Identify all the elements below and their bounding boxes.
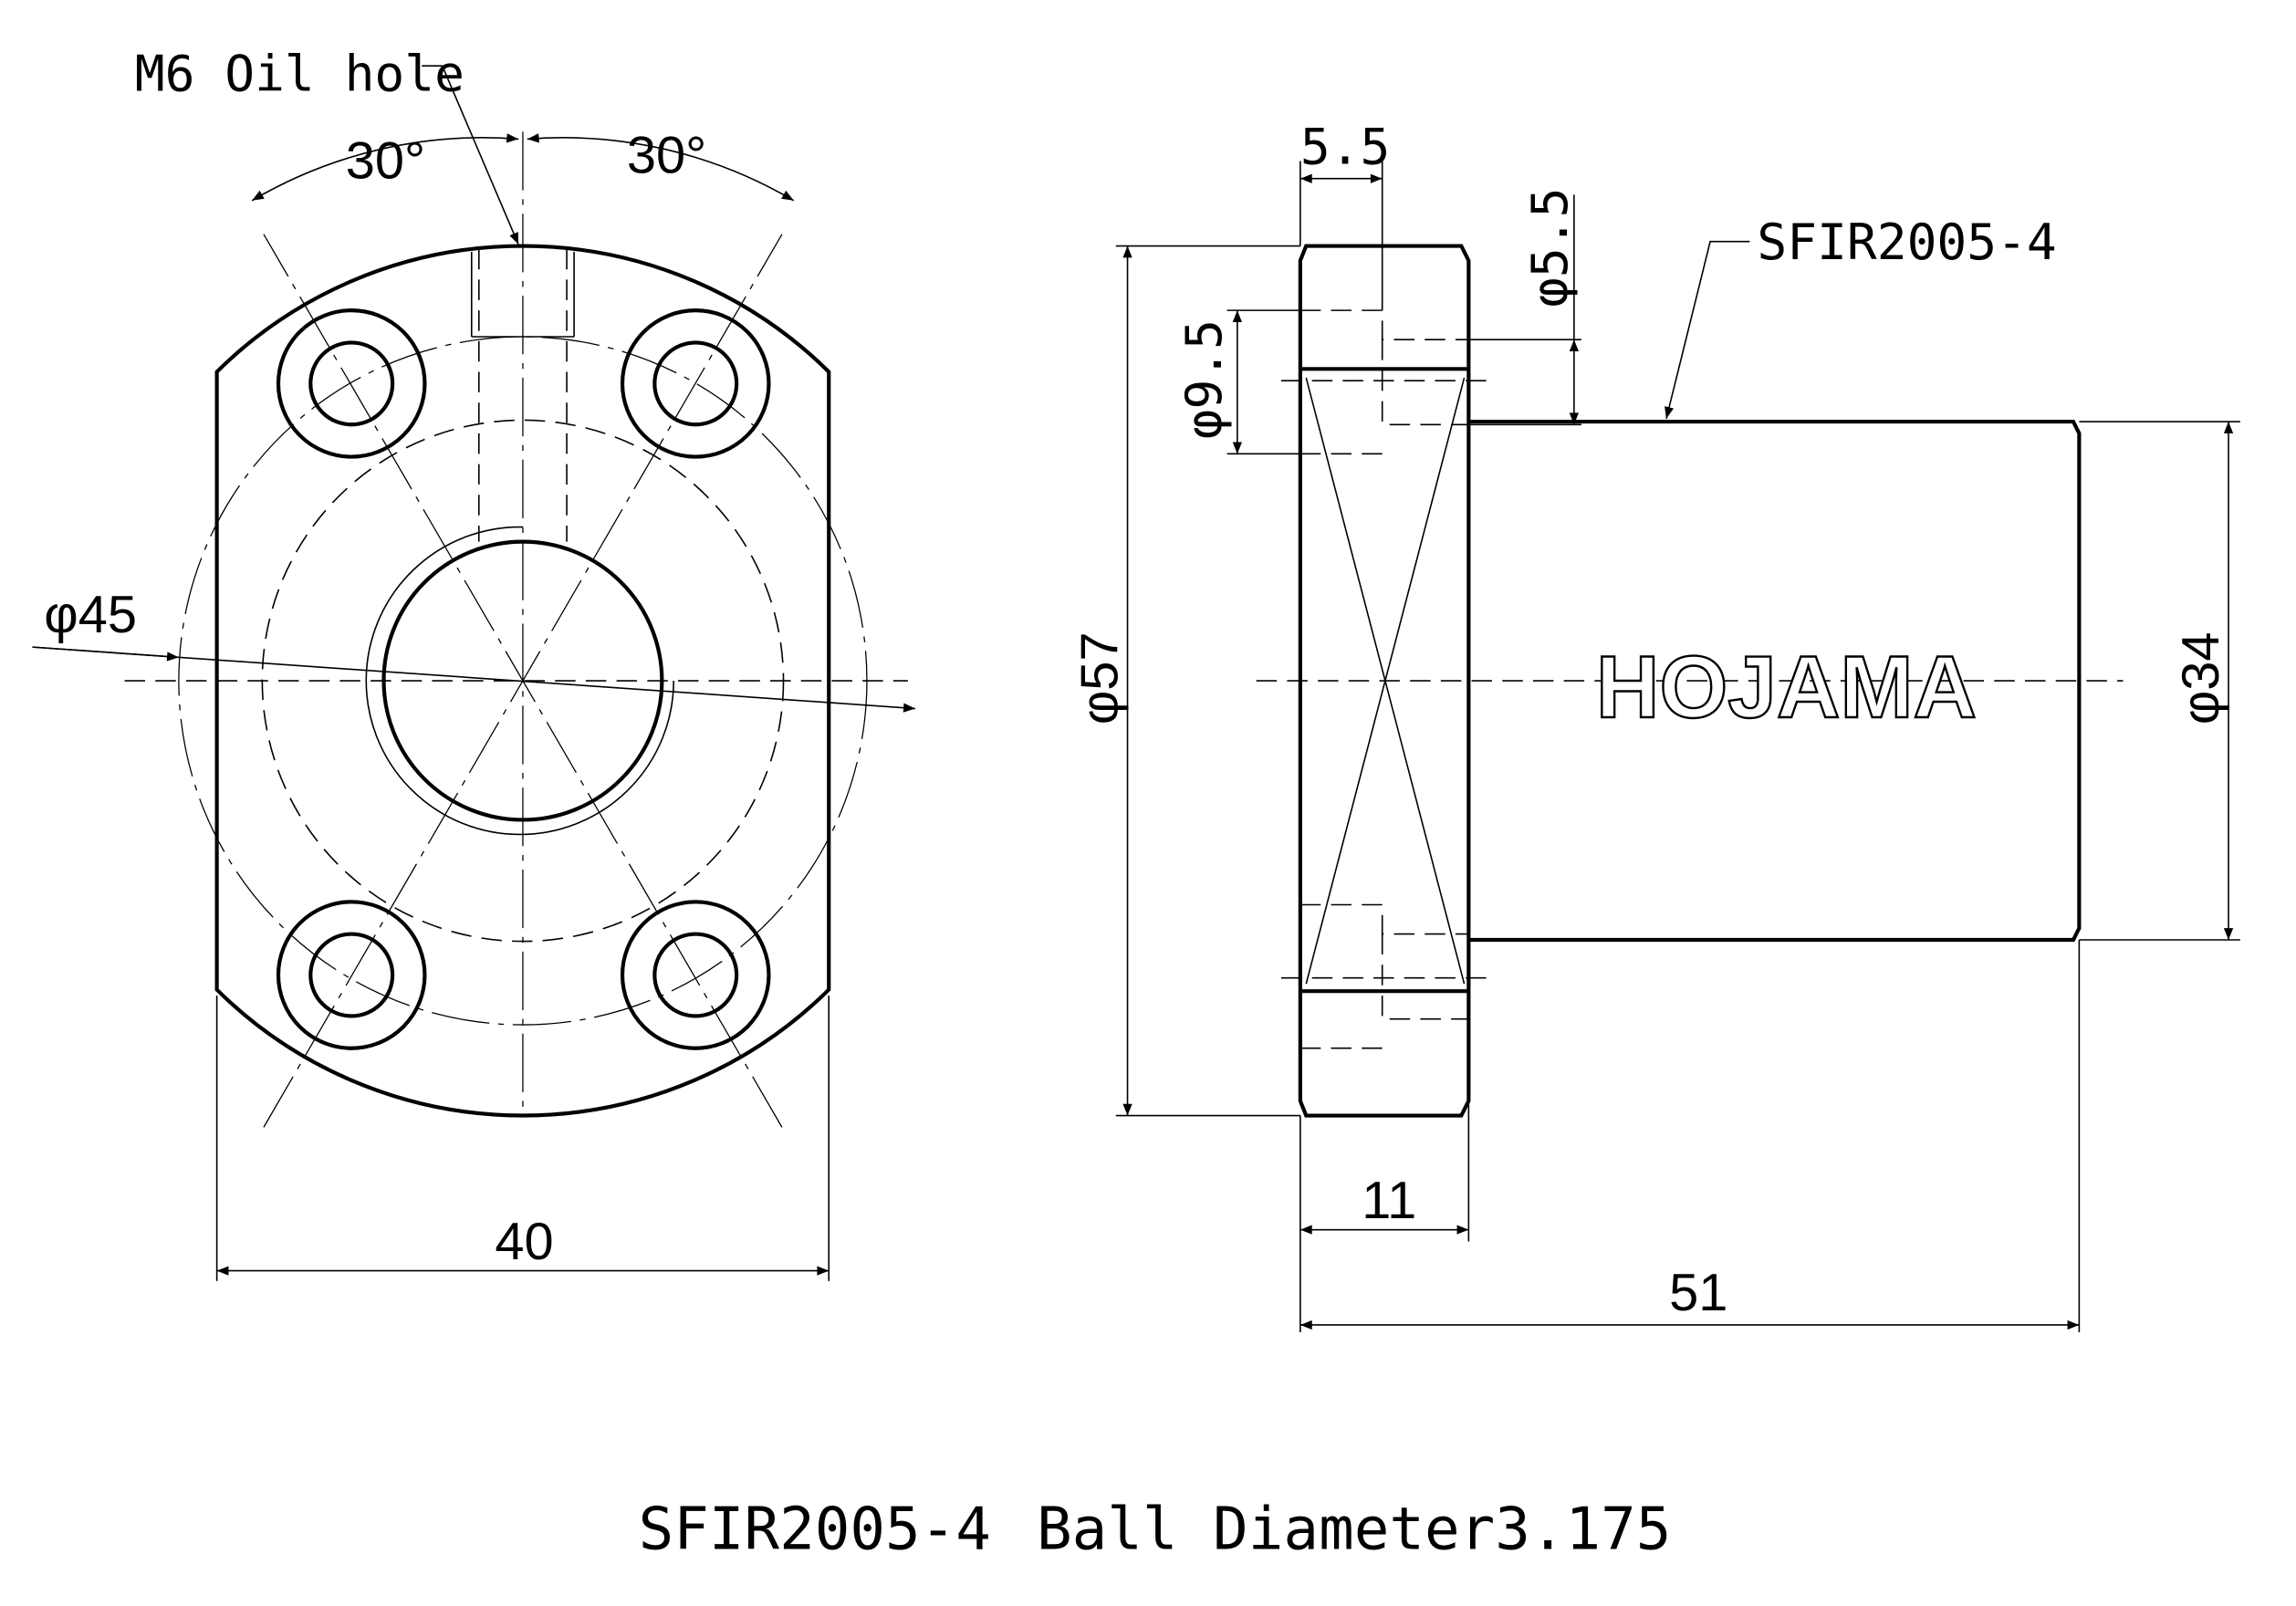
front-view: 30° 30° M6 Oil hole φ45 40 xyxy=(32,44,915,1281)
oil-hole-label: M6 Oil hole xyxy=(135,44,464,102)
angle-right-label: 30° xyxy=(627,126,706,184)
counterbore-dia-label: φ9.5 xyxy=(1174,319,1233,439)
body-dia-label: φ34 xyxy=(2172,631,2230,725)
width-label: 40 xyxy=(495,1213,553,1271)
pcd-circle xyxy=(178,336,868,1026)
counterbore-depth-label: 5.5 xyxy=(1300,118,1391,176)
body-side xyxy=(1468,419,2082,943)
hole-dia-label: φ5.5 xyxy=(1520,188,1579,308)
length-label: 51 xyxy=(1669,1264,1727,1322)
caption-ball-diameter: Ball Diameter3.175 xyxy=(1037,1495,1671,1563)
part-label: SFIR2005-4 xyxy=(1757,213,2056,271)
side-view: HOJAMA 5.5 φ5.5 φ9.5 φ57 φ34 11 xyxy=(1070,118,2240,1332)
flange-outline xyxy=(214,244,831,1118)
flange-thickness-label: 11 xyxy=(1362,1172,1416,1230)
caption-model: SFIR2005-4 xyxy=(639,1495,991,1563)
angle-left-label: 30° xyxy=(346,132,425,191)
flange-side xyxy=(1298,244,1471,1118)
flange-dia-label: φ57 xyxy=(1070,631,1129,725)
pcd-label: φ45 xyxy=(44,586,137,644)
hojama-logo: HOJAMA xyxy=(1596,639,1977,736)
bolt-holes xyxy=(276,308,771,1050)
center-bore xyxy=(381,539,664,822)
